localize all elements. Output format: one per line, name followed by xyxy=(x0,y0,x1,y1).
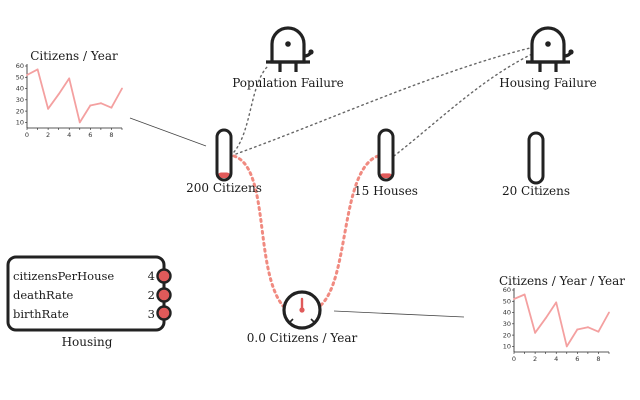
alarm-label: Housing Failure xyxy=(499,76,597,90)
data-point xyxy=(513,298,515,300)
data-point xyxy=(68,77,71,80)
y-tick-label: 10 xyxy=(503,343,511,351)
link-citizens-population xyxy=(233,65,269,153)
data-point xyxy=(121,87,123,90)
param-port[interactable] xyxy=(156,268,172,284)
connectors xyxy=(129,47,533,318)
data-point xyxy=(565,345,568,348)
link-citizens-housing xyxy=(235,47,531,155)
x-tick-label: 4 xyxy=(554,355,558,363)
y-tick-label: 40 xyxy=(16,85,24,93)
flow-citizens-to-rate xyxy=(232,154,285,308)
param-value: 3 xyxy=(148,307,155,321)
x-tick-label: 0 xyxy=(25,131,29,139)
data-point xyxy=(110,106,113,109)
y-tick-label: 30 xyxy=(503,320,511,328)
chart-title: Citizens / Year / Year xyxy=(499,274,625,288)
chart-citizens-per-year-per-year: Citizens / Year / Year 10 20 30 40 50 60 0 2 4 6 8 xyxy=(499,274,625,363)
converter-row[interactable]: citizensPerHouse 4 xyxy=(13,268,172,284)
series-line xyxy=(26,68,123,124)
converter-housing[interactable]: citizensPerHouse 4 deathRate 2 birthRate… xyxy=(6,255,172,349)
gauge-icon xyxy=(282,290,322,330)
leader-chart2 xyxy=(333,310,465,318)
x-tick-label: 0 xyxy=(512,355,516,363)
x-tick-label: 2 xyxy=(46,131,50,139)
x-tick-label: 8 xyxy=(109,131,113,139)
alarm-label: Population Failure xyxy=(232,76,344,90)
y-tick-label: 40 xyxy=(503,309,511,317)
y-tick-label: 10 xyxy=(16,119,24,127)
data-point xyxy=(89,104,92,107)
converter-row[interactable]: birthRate 3 xyxy=(13,305,172,322)
link-houses-housing xyxy=(393,53,533,157)
x-tick-label: 6 xyxy=(575,355,579,363)
y-tick-label: 60 xyxy=(16,62,24,70)
data-point xyxy=(534,331,537,334)
data-point xyxy=(597,330,600,333)
data-point xyxy=(523,293,526,296)
param-port[interactable] xyxy=(156,287,172,303)
data-point xyxy=(608,311,610,314)
stock-tank xyxy=(215,128,233,182)
chart-citizens-per-year: Citizens / Year 10 20 30 40 50 60 0 2 4 6 8 xyxy=(16,49,123,139)
stock-citizens[interactable]: 200 Citizens xyxy=(186,128,262,195)
data-point xyxy=(26,74,28,76)
param-name: birthRate xyxy=(13,307,69,321)
stock-label: 200 Citizens xyxy=(186,181,262,195)
param-port[interactable] xyxy=(156,305,172,321)
data-point xyxy=(555,301,558,304)
y-tick-label: 30 xyxy=(16,96,24,104)
x-tick-label: 2 xyxy=(533,355,537,363)
y-tick-label: 50 xyxy=(503,297,511,305)
alarm-population-failure[interactable]: Population Failure xyxy=(232,26,344,90)
stock-label: 15 Houses xyxy=(354,184,418,198)
stock-label: 20 Citizens xyxy=(502,184,570,198)
chart-title: Citizens / Year xyxy=(30,49,118,63)
data-point xyxy=(99,102,102,105)
stock-tank xyxy=(527,131,545,185)
stock-tank xyxy=(377,128,395,182)
data-point xyxy=(586,326,589,329)
flow-label: 0.0 Citizens / Year xyxy=(247,331,358,345)
flow-houses-to-rate xyxy=(318,154,380,308)
param-name: deathRate xyxy=(13,288,73,302)
param-name: citizensPerHouse xyxy=(13,269,114,283)
bell-icon xyxy=(526,26,574,72)
y-tick-label: 60 xyxy=(503,286,511,294)
param-value: 4 xyxy=(148,269,155,283)
stock-level xyxy=(380,173,392,178)
data-point xyxy=(576,328,579,331)
flow-rate[interactable]: 0.0 Citizens / Year xyxy=(247,290,358,345)
y-tick-label: 20 xyxy=(503,331,511,339)
stock-houses[interactable]: 15 Houses xyxy=(354,128,418,198)
bell-icon xyxy=(266,26,314,72)
converter-title: Housing xyxy=(62,335,113,349)
stock-level xyxy=(218,172,230,178)
param-value: 2 xyxy=(148,288,155,302)
data-point xyxy=(47,107,50,110)
series-line xyxy=(513,293,610,348)
data-point xyxy=(544,317,547,320)
x-tick-label: 6 xyxy=(88,131,92,139)
data-point xyxy=(57,93,60,96)
data-point xyxy=(78,121,81,124)
alarm-housing-failure[interactable]: Housing Failure xyxy=(499,26,597,90)
y-tick-label: 50 xyxy=(16,73,24,81)
leader-chart1 xyxy=(129,117,207,147)
x-tick-label: 4 xyxy=(67,131,71,139)
x-tick-label: 8 xyxy=(596,355,600,363)
data-point xyxy=(36,68,39,71)
converter-row[interactable]: deathRate 2 xyxy=(13,287,172,303)
y-tick-label: 20 xyxy=(16,107,24,115)
stock-citizens-2[interactable]: 20 Citizens xyxy=(502,131,570,198)
